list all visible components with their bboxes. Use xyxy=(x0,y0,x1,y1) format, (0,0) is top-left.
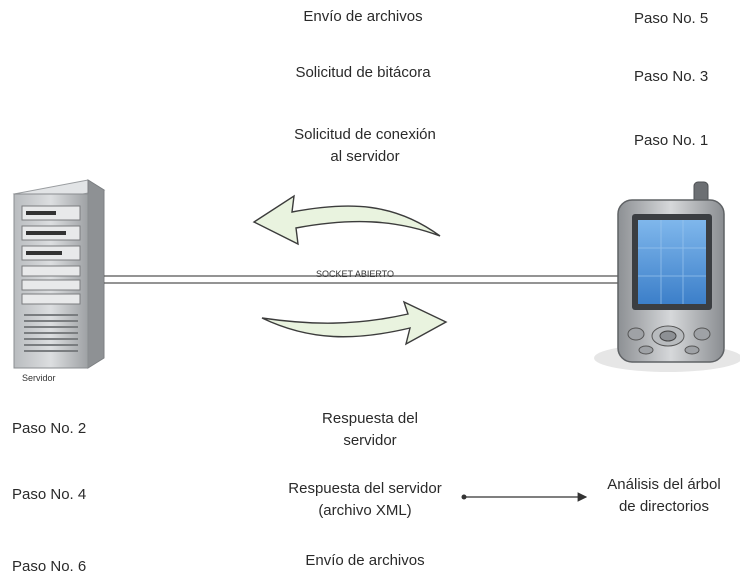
step-1-label: Paso No. 1 xyxy=(634,132,709,149)
step-2-label: Paso No. 2 xyxy=(12,420,87,437)
connection-request-label-line1: Solicitud de conexión xyxy=(294,126,436,143)
pda-handheld-icon xyxy=(594,181,740,372)
request-files-label: Envío de archivos xyxy=(303,8,423,25)
step-6-label: Paso No. 6 xyxy=(12,558,87,575)
connection-request-label-line2: al servidor xyxy=(330,148,400,165)
step-4-label: Paso No. 4 xyxy=(12,486,87,503)
server-response-label-line1: Respuesta del xyxy=(322,410,418,427)
xml-response-label-line2: (archivo XML) xyxy=(318,502,412,519)
socket-connection-line xyxy=(104,275,620,284)
server-response-label-line2: servidor xyxy=(343,432,397,449)
response-arrow-icon xyxy=(261,300,448,346)
log-request-label: Solicitud de bitácora xyxy=(295,64,431,81)
directory-analysis-label-line1: Análisis del árbol xyxy=(607,476,721,493)
analysis-arrow xyxy=(461,492,588,502)
server-label: Servidor xyxy=(22,373,56,383)
step-3-label: Paso No. 3 xyxy=(634,68,709,85)
socket-label: SOCKET ABIERTO xyxy=(315,269,395,279)
send-files-label: Envío de archivos xyxy=(305,552,425,569)
step-5-label: Paso No. 5 xyxy=(634,10,709,27)
request-arrow-icon xyxy=(252,194,441,246)
server-tower-icon xyxy=(12,179,106,369)
directory-analysis-label-line2: de directorios xyxy=(618,498,710,515)
xml-response-label-line1: Respuesta del servidor xyxy=(288,480,442,497)
